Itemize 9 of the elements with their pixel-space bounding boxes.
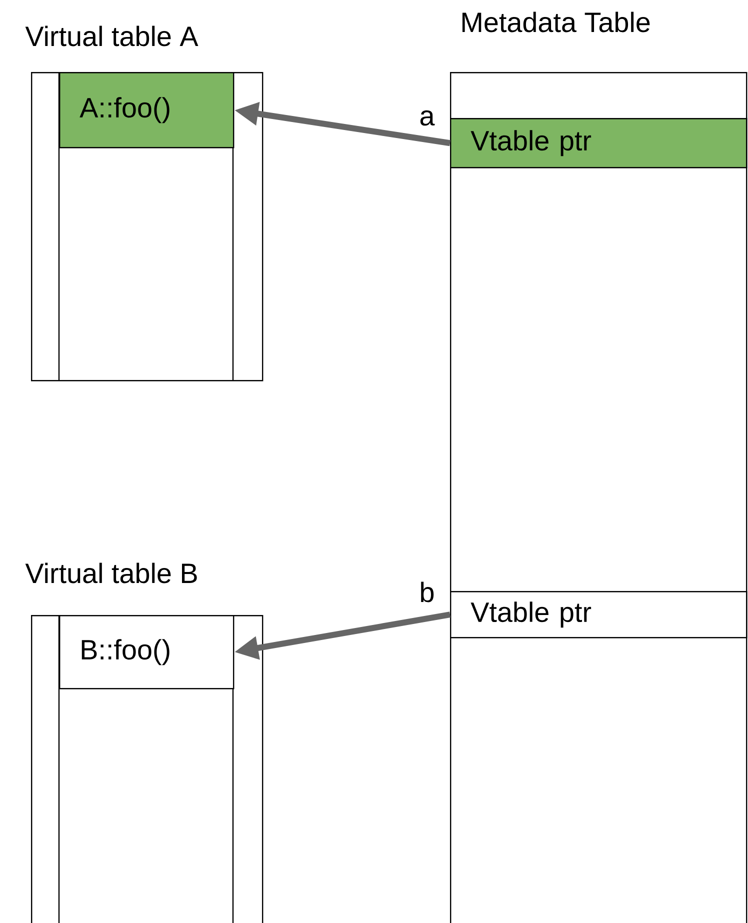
node-label: Virtual table B <box>25 562 197 584</box>
node-label: Virtual table A <box>25 26 198 46</box>
table-cell: A::foo() <box>59 72 234 148</box>
table-cell: B::foo() <box>59 615 234 690</box>
edge-label: a <box>418 109 436 127</box>
table-cell: Vtable ptr <box>450 118 748 168</box>
edge-label: b <box>418 580 436 604</box>
node-label: Metadata Table <box>462 12 650 32</box>
table-cell: Vtable ptr <box>450 591 748 638</box>
